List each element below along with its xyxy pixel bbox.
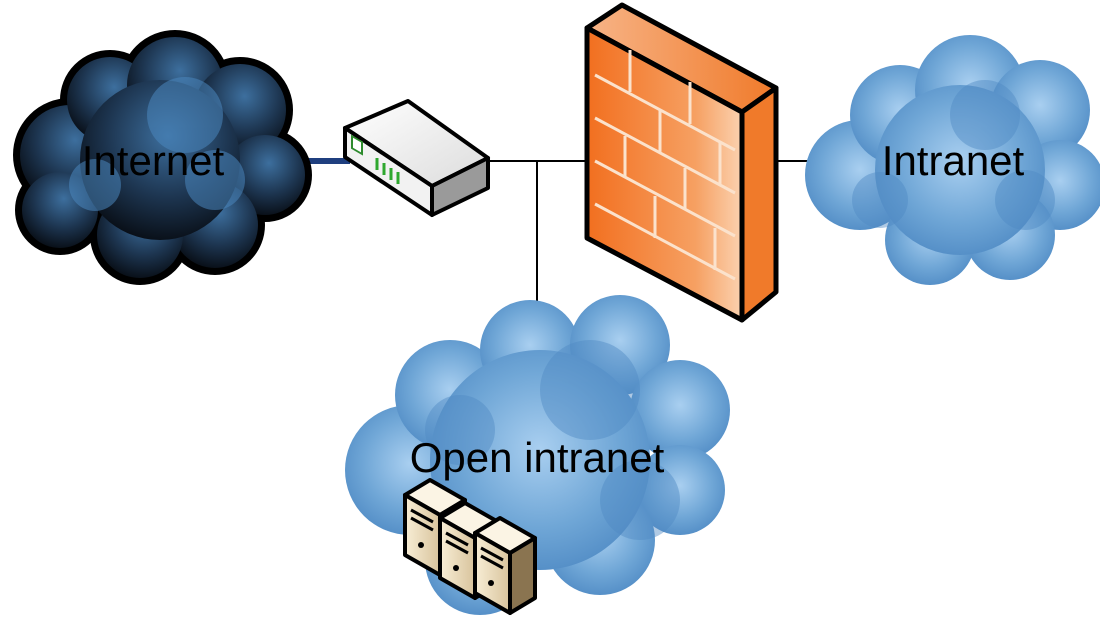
open-intranet-cloud: Open intranet: [345, 295, 730, 615]
firewall-icon: [584, 2, 779, 323]
open-intranet-label: Open intranet: [410, 434, 665, 481]
router-port-lights: [375, 158, 400, 184]
router-icon: [343, 99, 490, 217]
intranet-cloud: Intranet: [805, 35, 1100, 285]
internet-label: Internet: [82, 137, 225, 184]
intranet-label: Intranet: [882, 137, 1025, 184]
server-icon: [473, 516, 537, 615]
firewall-brick-lines: [594, 50, 736, 281]
internet-cloud: Internet: [13, 30, 312, 285]
server-stack-icon: [403, 478, 537, 615]
